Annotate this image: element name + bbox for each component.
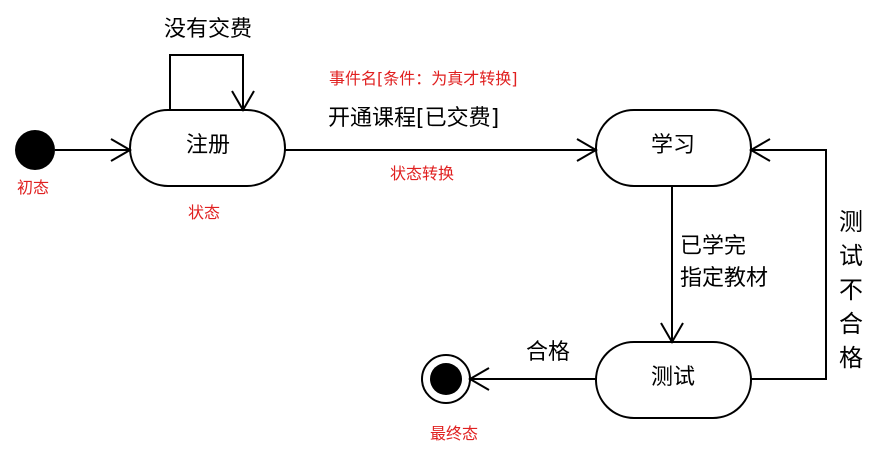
- register-to-study-label: 开通课程[已交费]: [328, 106, 500, 131]
- state-study-label: 学习: [651, 133, 696, 158]
- test-to-study-label: 测试不合格: [839, 208, 863, 372]
- arrowhead-register-to-study: [576, 138, 598, 162]
- arrowhead-register-self-loop: [231, 90, 255, 112]
- state-register-label: 注册: [186, 133, 231, 158]
- test-to-final-label: 合格: [526, 340, 571, 365]
- arrowhead-initial-to-register: [110, 138, 132, 162]
- initial-state-annotation: 初态: [17, 178, 50, 197]
- state-study: [595, 109, 752, 187]
- arrowhead-test-to-final: [468, 367, 490, 391]
- self-loop-label: 没有交费: [164, 17, 253, 42]
- study-to-test-label-line2: 指定教材: [680, 266, 769, 291]
- state-transition-annotation: 状态转换: [390, 164, 455, 183]
- state-test-label: 测试: [651, 365, 696, 390]
- transition-register-self-loop: [169, 54, 244, 110]
- final-state-inner-dot: [430, 363, 462, 395]
- initial-state-node: [15, 130, 55, 170]
- arrowhead-study-to-test: [660, 322, 684, 344]
- state-register: [129, 109, 286, 187]
- arrowhead-test-to-study: [749, 138, 771, 162]
- event-name-annotation: 事件名[条件：为真才转换]: [329, 69, 518, 88]
- transition-test-to-study: [751, 149, 827, 380]
- study-to-test-label-line1: 已学完: [680, 234, 747, 259]
- final-state-annotation: 最终态: [430, 424, 479, 443]
- state-annotation: 状态: [188, 203, 221, 222]
